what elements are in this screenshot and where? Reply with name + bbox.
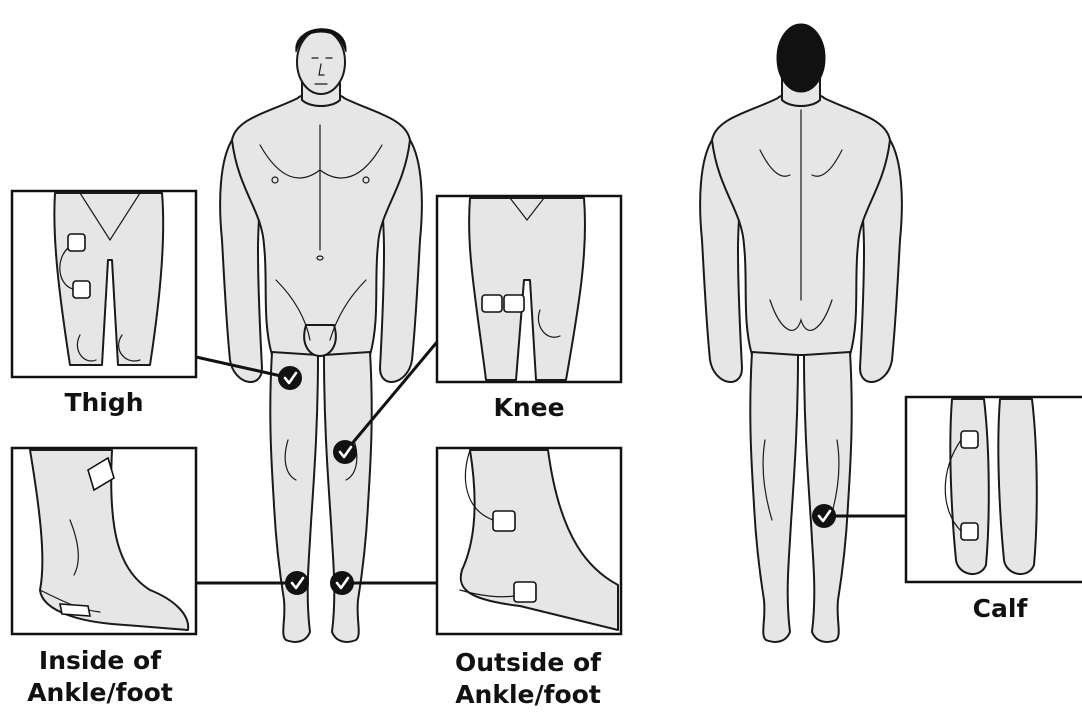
thigh-label: Thigh [34, 388, 174, 417]
knee-detail-panel [437, 196, 621, 382]
inside-ankle-label-line2: Ankle/foot [0, 678, 200, 707]
front-body-figure [220, 29, 422, 642]
inside-ankle-checkmark-icon [285, 571, 309, 595]
inside-ankle-detail-panel [12, 448, 196, 634]
knee-checkmark-icon [333, 440, 357, 464]
inside-ankle-label-line1: Inside of [0, 646, 200, 675]
knee-label: Knee [459, 393, 599, 422]
outside-ankle-label-line2: Ankle/foot [428, 680, 628, 709]
outside-ankle-label-line1: Outside of [428, 648, 628, 677]
calf-label: Calf [930, 594, 1070, 623]
calf-detail-panel [906, 397, 1082, 582]
outside-ankle-checkmark-icon [330, 571, 354, 595]
calf-checkmark-icon [812, 504, 836, 528]
thigh-detail-panel [12, 191, 196, 377]
outside-ankle-detail-panel [437, 448, 621, 634]
back-body-figure [700, 24, 902, 642]
thigh-checkmark-icon [278, 366, 302, 390]
